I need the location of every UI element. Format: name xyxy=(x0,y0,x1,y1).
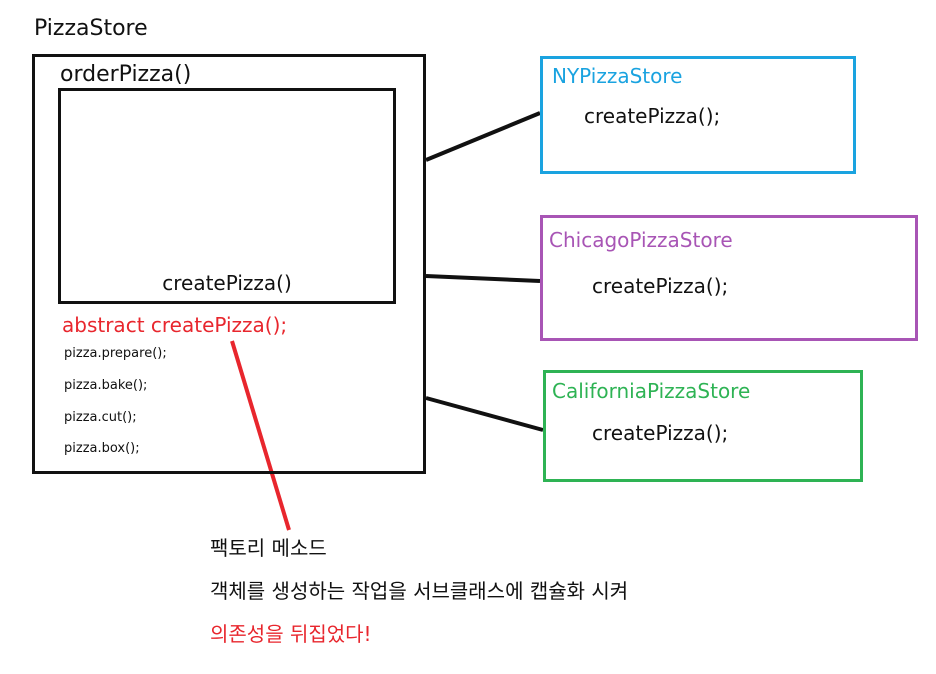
step-bake: pizza.bake(); xyxy=(64,378,148,393)
connector-california xyxy=(425,396,544,432)
connector-ny xyxy=(425,111,541,162)
annotation-emphasis: 의존성을 뒤집었다! xyxy=(210,622,372,646)
pizzastore-title: PizzaStore xyxy=(34,16,148,41)
ny-create-pizza: createPizza(); xyxy=(584,104,721,128)
inner-create-pizza-call: createPizza() xyxy=(162,271,292,295)
annotation-description: 객체를 생성하는 작업을 서브클래스에 캡슐화 시켜 xyxy=(210,579,629,603)
california-pizzastore-title: CaliforniaPizzaStore xyxy=(552,379,751,403)
step-cut: pizza.cut(); xyxy=(64,410,137,425)
pointer-line xyxy=(230,340,291,531)
step-prepare: pizza.prepare(); xyxy=(64,346,167,361)
chicago-pizzastore-box xyxy=(540,215,918,341)
ny-pizzastore-title: NYPizzaStore xyxy=(552,64,683,88)
pizzastore-class-box xyxy=(32,54,426,474)
chicago-create-pizza: createPizza(); xyxy=(592,274,729,298)
ny-pizzastore-box xyxy=(540,56,856,174)
step-box: pizza.box(); xyxy=(64,441,140,456)
abstract-method: abstract createPizza(); xyxy=(62,313,288,337)
chicago-pizzastore-title: ChicagoPizzaStore xyxy=(549,228,733,252)
california-create-pizza: createPizza(); xyxy=(592,421,729,445)
order-pizza-body-box: createPizza() xyxy=(58,88,396,304)
california-pizzastore-box xyxy=(543,370,863,482)
connector-chicago xyxy=(425,274,541,283)
annotation-title: 팩토리 메소드 xyxy=(210,536,327,560)
order-pizza-method: orderPizza() xyxy=(60,62,192,87)
